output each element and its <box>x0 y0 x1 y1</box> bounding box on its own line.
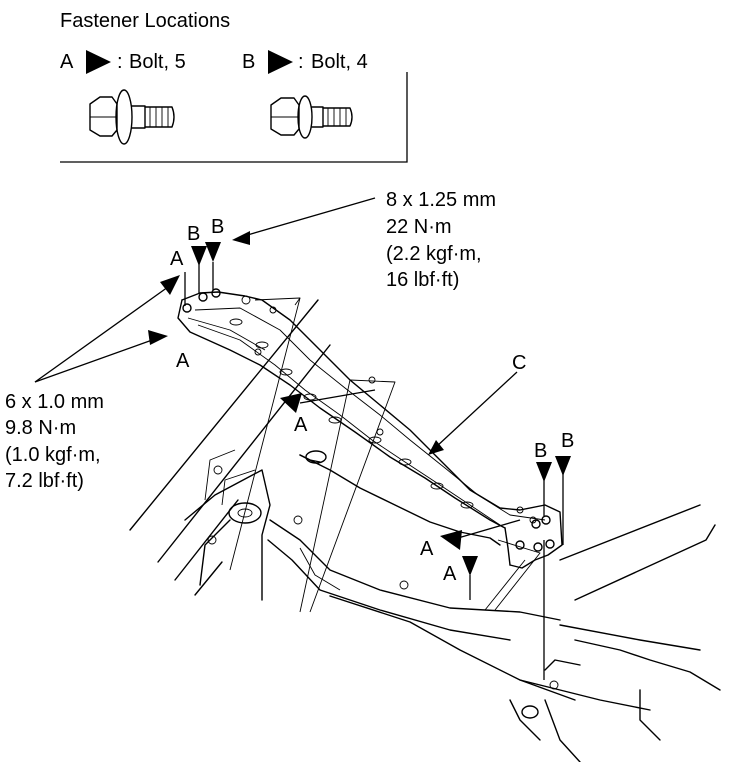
arrow-b-icon <box>191 246 207 266</box>
label-b-right-1: B <box>534 440 547 462</box>
legend-a-separator: : <box>117 51 123 73</box>
arrow-b-icon <box>268 50 293 74</box>
legend-b-description: Bolt, 4 <box>311 51 368 73</box>
left-spec-line-3: (1.0 kgf·m, <box>5 444 101 466</box>
legend-b-separator: : <box>298 51 304 73</box>
part-c-brace <box>177 288 563 569</box>
arrow-a-icon <box>280 393 302 413</box>
legend-frame <box>60 72 408 163</box>
arrow-c-icon <box>428 440 444 455</box>
bolt-a-icon <box>89 89 175 145</box>
label-b-left-1: B <box>187 223 200 245</box>
label-a-bottom-right: A <box>443 563 457 585</box>
upper-torque-spec: 8 x 1.25 mm 22 N·m (2.2 kgf·m, 16 lbf·ft… <box>386 189 496 291</box>
arrow-a-icon <box>440 530 462 550</box>
left-spec-line-4: 7.2 lbf·ft) <box>5 470 84 492</box>
arrow-a-icon <box>462 556 478 576</box>
fastener-legend: Fastener Locations A : Bolt, 5 B : Bolt,… <box>60 10 408 163</box>
label-b-left-2: B <box>211 216 224 238</box>
vehicle-body <box>129 299 721 762</box>
legend-title: Fastener Locations <box>60 10 230 32</box>
arrow-b-icon <box>555 456 571 476</box>
leader-lines <box>34 197 564 680</box>
arrow-a-icon <box>148 330 168 345</box>
arrow-b-icon <box>205 242 221 262</box>
arrow-a-icon <box>86 50 111 74</box>
upper-spec-line-4: 16 lbf·ft) <box>386 269 459 291</box>
label-a-center: A <box>294 414 308 436</box>
label-part-c: C <box>512 352 526 374</box>
label-a-bottom-left: A <box>420 538 434 560</box>
callout-arrows <box>148 231 571 576</box>
upper-spec-line-2: 22 N·m <box>386 216 452 238</box>
arrow-b-icon <box>536 462 552 482</box>
left-spec-line-2: 9.8 N·m <box>5 417 76 439</box>
label-b-right-2: B <box>561 430 574 452</box>
callout-labels: A A B B A C A A B B <box>170 216 574 585</box>
left-torque-spec: 6 x 1.0 mm 9.8 N·m (1.0 kgf·m, 7.2 lbf·f… <box>5 391 104 492</box>
upper-spec-line-1: 8 x 1.25 mm <box>386 189 496 211</box>
legend-a-letter: A <box>60 51 74 73</box>
label-a-lower-left: A <box>176 350 190 372</box>
arrow-b-icon <box>232 231 250 245</box>
bolt-b-icon <box>270 95 353 139</box>
left-spec-line-1: 6 x 1.0 mm <box>5 391 104 413</box>
upper-spec-line-3: (2.2 kgf·m, <box>386 243 482 265</box>
arrow-a-icon <box>160 275 180 295</box>
label-a-upper-left: A <box>170 248 184 270</box>
legend-a-description: Bolt, 5 <box>129 51 186 73</box>
legend-b-letter: B <box>242 51 255 73</box>
